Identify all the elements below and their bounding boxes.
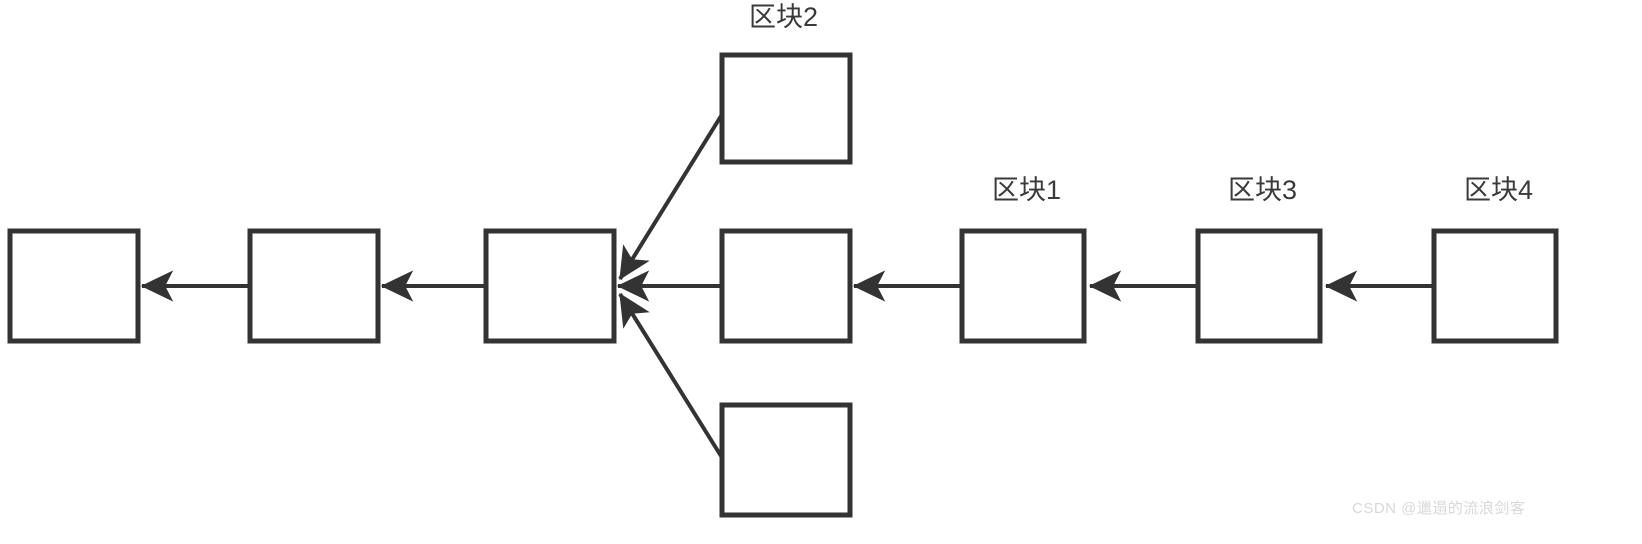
- block-label: 区块1: [992, 175, 1062, 205]
- block-b-fork-point[interactable]: [483, 228, 617, 344]
- block-b-main-2[interactable]: [247, 228, 381, 344]
- block-b-mid[interactable]: [719, 228, 853, 344]
- arrow-top-to-fork: [618, 106, 728, 281]
- block-label: 区块2: [749, 2, 819, 32]
- block-b-k3[interactable]: [1195, 228, 1323, 344]
- block-b-k1[interactable]: [959, 228, 1087, 344]
- block-layer: [7, 52, 1559, 518]
- block-b-bottom[interactable]: [719, 402, 853, 518]
- arrow-bottom-to-fork: [618, 292, 728, 466]
- arrow-layer: [140, 106, 1434, 466]
- block-b-k4[interactable]: [1431, 228, 1559, 344]
- block-label: 区块3: [1228, 175, 1298, 205]
- csdn-watermark: CSDN @邋遢的流浪剑客: [1352, 500, 1526, 517]
- block-b-top[interactable]: [719, 52, 853, 165]
- block-label: 区块4: [1464, 175, 1534, 205]
- block-b-main-1[interactable]: [7, 228, 141, 344]
